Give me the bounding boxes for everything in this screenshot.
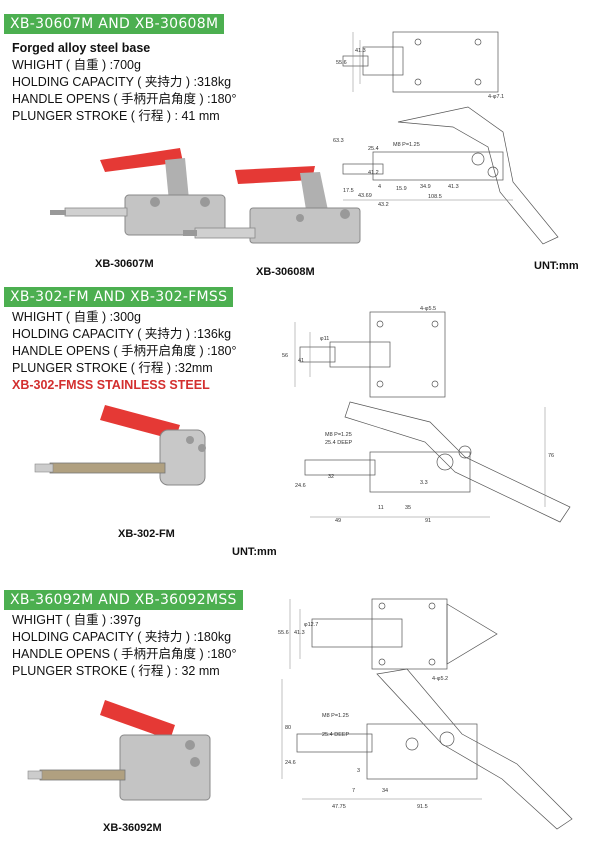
- dimension-label: 24.6: [285, 760, 296, 766]
- spec-weight: WHIGHT ( 自重 ) :700g: [12, 58, 141, 72]
- spec-plunger-stroke: PLUNGER STROKE ( 行程 ) : 41 mm: [12, 109, 220, 123]
- technical-drawing-xb-30607m: 55.6 41.3 4-φ7.1 63.3 M8 P=1.25 25.4 17.…: [333, 31, 559, 245]
- spec-weight: WHIGHT ( 自重 ) :300g: [12, 310, 141, 324]
- dimension-label: M8 P=1.25: [393, 142, 420, 148]
- dimension-label: 91.5: [417, 804, 428, 810]
- spec-list: Forged alloy steel base WHIGHT ( 自重 ) :7…: [12, 40, 237, 125]
- technical-drawing-xb-302-fm: 4-φ5.5 φ11 56 41 M8 P=1.25 25.4 DEEP 76 …: [282, 306, 571, 524]
- dimension-label: 41.3: [294, 630, 305, 636]
- dimension-label: 63.3: [333, 138, 344, 144]
- unit-label: UNT:mm: [232, 546, 277, 558]
- section-title-xb-302-fm: XB-302-FM AND XB-302-FMSS: [4, 287, 234, 307]
- dimension-label: 34: [382, 788, 388, 794]
- dimension-label: 41.3: [355, 48, 366, 54]
- dimension-label: φ11: [320, 336, 329, 342]
- dimension-label: 25.4: [368, 146, 379, 152]
- dimension-label: 24.6: [295, 483, 306, 489]
- dimension-label: 108.5: [428, 194, 442, 200]
- stainless-note: XB-302-FMSS STAINLESS STEEL: [12, 378, 210, 392]
- clamp-photo-xb-302-fm: [34, 405, 206, 486]
- dimension-label: M8 P=1.25: [325, 432, 352, 438]
- dimension-label: 4-φ7.1: [488, 94, 504, 100]
- caption-xb-30607m: XB-30607M: [95, 258, 154, 270]
- dimension-label: 25.4 DEEP: [322, 732, 350, 738]
- dimension-label: 55.6: [278, 630, 289, 636]
- unit-label: UNT:mm: [534, 260, 579, 272]
- dimension-label: 7: [352, 788, 355, 794]
- dimension-label: 3.3: [420, 480, 428, 486]
- spec-plunger-stroke: PLUNGER STROKE ( 行程 ) :32mm: [12, 361, 213, 375]
- dimension-label: 76: [548, 453, 554, 459]
- dimension-label: 41: [298, 358, 304, 364]
- spec-handle-opens: HANDLE OPENS ( 手柄开启角度 ) :180°: [12, 647, 237, 661]
- dimension-label: 41.2: [368, 170, 379, 176]
- dimension-label: 34.9: [420, 184, 431, 190]
- spec-holding-capacity: HOLDING CAPACITY ( 夹持力 ) :136kg: [12, 327, 232, 341]
- dimension-label: 80: [285, 725, 291, 731]
- caption-xb-302-fm: XB-302-FM: [118, 528, 175, 540]
- clamp-photo-xb-30608m: [183, 166, 361, 244]
- dimension-label: 91: [425, 518, 431, 524]
- dimension-label: 43.69: [358, 193, 372, 199]
- dimension-label: 49: [335, 518, 341, 524]
- dimension-label: 17.5: [343, 188, 354, 194]
- caption-xb-36092m: XB-36092M: [103, 822, 162, 834]
- spec-plunger-stroke: PLUNGER STROKE ( 行程 ) : 32 mm: [12, 664, 220, 678]
- dimension-label: φ12.7: [304, 622, 318, 628]
- spec-handle-opens: HANDLE OPENS ( 手柄开启角度 ) :180°: [12, 92, 237, 106]
- clamp-photo-xb-30607m: [50, 148, 226, 236]
- dimension-label: 41.3: [448, 184, 459, 190]
- spec-holding-capacity: HOLDING CAPACITY ( 夹持力 ) :318kg: [12, 75, 232, 89]
- spec-holding-capacity: HOLDING CAPACITY ( 夹持力 ) :180kg: [12, 630, 232, 644]
- spec-weight: WHIGHT ( 自重 ) :397g: [12, 613, 141, 627]
- spec-list: WHIGHT ( 自重 ) :300g HOLDING CAPACITY ( 夹…: [12, 309, 237, 394]
- dimension-label: 11: [378, 505, 384, 511]
- dimension-label: 25.4 DEEP: [325, 440, 353, 446]
- clamp-photo-xb-36092m: [27, 700, 211, 801]
- dimension-label: 32: [328, 474, 334, 480]
- dimension-label: 3: [357, 768, 360, 774]
- technical-drawing-xb-36092m: 55.6 41.3 φ12.7 4-φ5.2 M8 P=1.25 25.4 DE…: [278, 598, 573, 830]
- dimension-label: M8 P=1.25: [322, 713, 349, 719]
- dimension-label: 47.75: [332, 804, 346, 810]
- caption-xb-30608m: XB-30608M: [256, 266, 315, 278]
- spec-handle-opens: HANDLE OPENS ( 手柄开启角度 ) :180°: [12, 344, 237, 358]
- dimension-label: 4: [378, 184, 381, 190]
- spec-list: WHIGHT ( 自重 ) :397g HOLDING CAPACITY ( 夹…: [12, 612, 237, 680]
- dimension-label: 4-φ5.5: [420, 306, 436, 312]
- dimension-label: 15.9: [396, 186, 407, 192]
- dimension-label: 35: [405, 505, 411, 511]
- section-title-xb-36092m: XB-36092M AND XB-36092MSS: [4, 590, 243, 610]
- dimension-label: 56: [282, 353, 288, 359]
- dimension-label: 55.6: [336, 60, 347, 66]
- dimension-label: 43.2: [378, 202, 389, 208]
- dimension-label: 4-φ5.2: [432, 676, 448, 682]
- section-title-xb-30607m: XB-30607M AND XB-30608M: [4, 14, 225, 34]
- subtitle: Forged alloy steel base: [12, 41, 151, 55]
